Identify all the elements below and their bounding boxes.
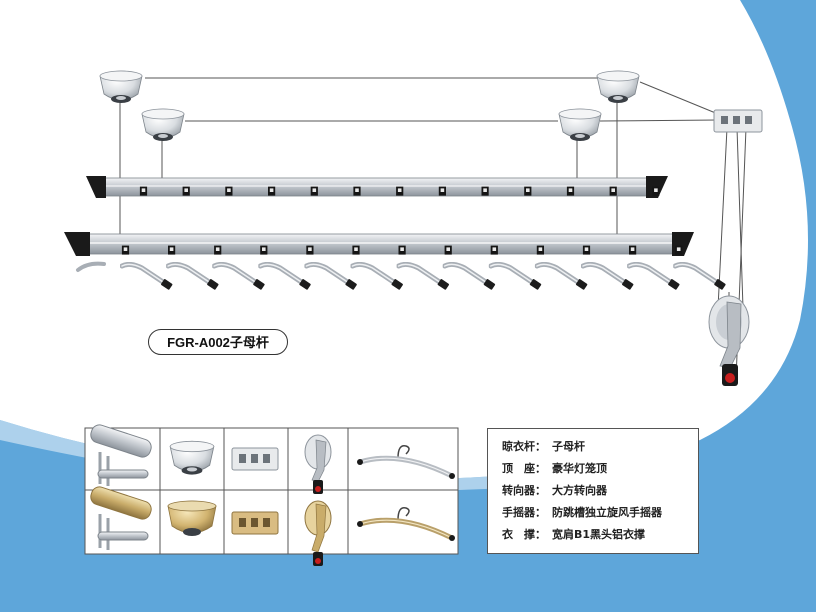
hand-crank-silver-icon (304, 434, 332, 494)
rod-clip-icon (396, 186, 404, 196)
rod-clip-icon (566, 186, 575, 196)
spec-key: 手摇器： (502, 506, 546, 519)
spec-key: 顶 座： (502, 462, 546, 475)
rod-clip-icon (310, 186, 318, 196)
parts-grid (84, 424, 459, 566)
pulley-block-silver-icon (231, 447, 279, 471)
spec-key: 晾衣杆： (502, 440, 546, 453)
rod-clip-icon (629, 245, 637, 255)
rod-clip-icon (524, 186, 532, 196)
rod-clip-icon (609, 186, 617, 196)
spec-value: 防跳槽独立旋风手摇器 (552, 506, 662, 519)
rod-clip-icon (438, 186, 446, 196)
rod-silver-icon (90, 424, 152, 486)
rod-clip-icon (582, 245, 591, 255)
spec-row-mount: 顶 座： 豪华灯笼顶 (502, 458, 698, 480)
spec-row-crank: 手摇器： 防跳槽独立旋风手摇器 (502, 502, 698, 524)
hand-crank-icon (708, 292, 750, 386)
rod-clip-icon (168, 245, 176, 255)
rod-clip-icon (352, 245, 360, 255)
spec-table: 晾衣杆： 子母杆 顶 座： 豪华灯笼顶 转向器： 大方转向器 手摇器： 防跳槽独立旋风手… (487, 428, 699, 554)
spec-key: 衣 撑： (502, 528, 546, 541)
spec-row-pulley: 转向器： 大方转向器 (502, 480, 698, 502)
rod-clip-icon (268, 186, 276, 196)
rod-clip-icon (490, 245, 498, 255)
hand-crank-gold-icon (304, 500, 332, 566)
front-rod (64, 232, 694, 256)
pulley-block-icon (713, 109, 763, 133)
model-label: FGR-A002子母杆 (148, 329, 288, 355)
rod-clip-icon (306, 245, 314, 255)
spec-key: 转向器： (502, 484, 546, 497)
rod-clip-icon (214, 245, 222, 255)
rod-clip-icon (398, 245, 406, 255)
spec-row-hanger: 衣 撑： 宽肩B1黑头铝衣撑 (502, 524, 698, 546)
hanger-gold-icon (357, 507, 455, 541)
spec-row-rod: 晾衣杆： 子母杆 (502, 436, 698, 458)
rod-clip-icon (444, 245, 452, 255)
hanger-silver-icon (357, 445, 455, 479)
rod-clip-icon (139, 186, 148, 196)
ceiling-mount-gold-icon (167, 500, 217, 536)
rod-clip-icon (536, 245, 544, 255)
rod-gold-icon (90, 486, 152, 550)
rod-clip-icon (652, 186, 660, 196)
spec-value: 子母杆 (552, 440, 585, 453)
spec-value: 豪华灯笼顶 (552, 462, 607, 475)
spec-value: 宽肩B1黑头铝衣撑 (552, 528, 646, 541)
cables (119, 77, 747, 381)
rod-clip-icon (353, 186, 361, 196)
rod-clip-icon (675, 245, 683, 255)
rod-clip-icon (481, 186, 489, 196)
rod-clip-icon (225, 186, 233, 196)
hanger-partial (76, 261, 106, 272)
rod-clip-icon (182, 186, 190, 196)
rod-clip-icon (260, 245, 268, 255)
pulley-block-gold-icon (231, 511, 279, 535)
rod-clip-icon (121, 245, 130, 255)
back-rod (86, 176, 668, 198)
spec-value: 大方转向器 (552, 484, 607, 497)
